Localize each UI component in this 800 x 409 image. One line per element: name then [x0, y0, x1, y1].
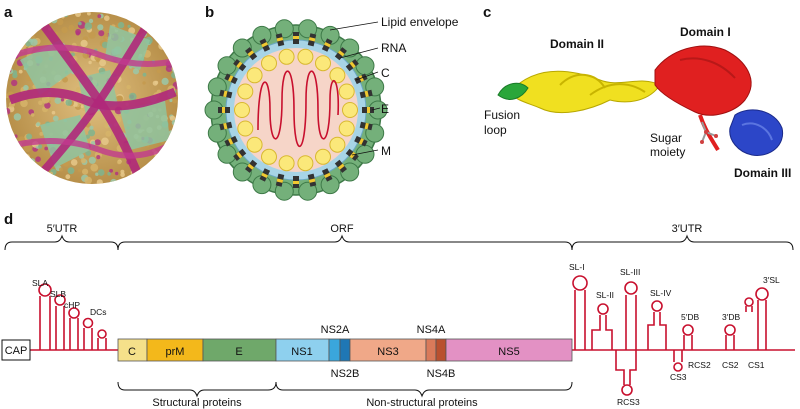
e-protein-ribbon-structure: Domain II Domain I Domain III Fusion loo…	[484, 25, 791, 180]
element-5db: 5′DB	[681, 312, 699, 322]
orf-gene-boxes	[117, 338, 573, 362]
label-fusion-loop-2: loop	[484, 123, 507, 137]
gene-ns4b	[435, 338, 447, 362]
panel-label-d: d	[4, 211, 13, 228]
virion-cross-section: Lipid envelope RNA C E M	[204, 15, 459, 201]
element-cs1: CS1	[748, 360, 765, 370]
cap-box	[1, 339, 31, 361]
gene-label-prm: prM	[166, 346, 185, 358]
gene-label-ns3: NS3	[377, 346, 398, 358]
gene-label-c: C	[128, 346, 136, 358]
region-braces	[4, 234, 794, 251]
membrane-proteins	[218, 32, 374, 188]
utr3-stem-loops	[572, 275, 769, 396]
capsid-protein-beads	[234, 48, 358, 172]
label-domain-ii: Domain II	[550, 37, 604, 51]
domain-ii-ribbon	[509, 70, 661, 114]
region-label-orf: ORF	[330, 223, 354, 235]
domain-iii-ribbon	[729, 109, 784, 156]
panel-label-b: b	[205, 4, 214, 21]
gene-label-ns1: NS1	[291, 346, 312, 358]
element-sl-i: SL-I	[569, 262, 585, 272]
sugar-moiety-glycan	[700, 121, 718, 144]
region-label-3utr: 3′UTR	[672, 223, 703, 235]
label-sugar-moiety-2: moiety	[650, 145, 685, 159]
panel-label-a: a	[4, 4, 13, 21]
gene-label-ns5: NS5	[498, 346, 519, 358]
element-slb: SLB	[50, 289, 66, 299]
cap-label: CAP	[5, 345, 28, 357]
gene-ns5	[445, 338, 573, 362]
gene-label-e: E	[235, 346, 242, 358]
element-cs3: CS3	[670, 372, 687, 382]
element-chp: cHP	[64, 300, 80, 310]
virion-surface-model	[6, 12, 178, 184]
group-braces	[117, 381, 573, 398]
utr5-stem-loops	[38, 283, 107, 350]
label-rna: RNA	[381, 41, 406, 55]
gene-label-ns2b: NS2B	[331, 368, 360, 380]
label-domain-i: Domain I	[680, 25, 731, 39]
label-capsid: C	[381, 66, 390, 80]
gene-ns4a	[425, 338, 437, 362]
element-sla: SLA	[32, 278, 48, 288]
gene-label-ns2a: NS2A	[321, 324, 350, 336]
element-sl-iii: SL-III	[620, 267, 640, 277]
label-fusion-loop-1: Fusion	[484, 108, 520, 122]
gene-ns2a	[328, 338, 341, 362]
element-sl-iv: SL-IV	[650, 288, 672, 298]
rna-genome-coil	[257, 70, 340, 148]
element-cs2: CS2	[722, 360, 739, 370]
gene-label-ns4a: NS4A	[417, 324, 446, 336]
fusion-loop-ribbon	[497, 82, 529, 100]
label-sugar-moiety-1: Sugar	[650, 131, 682, 145]
region-label-5utr: 5′UTR	[47, 223, 78, 235]
label-domain-iii: Domain III	[734, 166, 791, 180]
element-rcs2: RCS2	[688, 360, 711, 370]
label-envelope-protein: E	[381, 102, 389, 116]
domain-i-ribbon	[654, 45, 752, 116]
group-label-nonstructural: Non-structural proteins	[366, 397, 478, 409]
element-rcs3: RCS3	[617, 397, 640, 407]
gene-label-ns4b: NS4B	[427, 368, 456, 380]
nucleocapsid-space	[234, 48, 358, 172]
element-sl-ii: SL-II	[596, 290, 614, 300]
element-dcs: DCs	[90, 307, 107, 317]
group-label-structural: Structural proteins	[152, 397, 242, 409]
element-3db: 3′DB	[722, 312, 740, 322]
label-membrane-protein: M	[381, 144, 391, 158]
element-3sl: 3′SL	[763, 275, 780, 285]
gene-ns2b	[339, 338, 351, 362]
label-lipid-envelope: Lipid envelope	[381, 15, 459, 29]
panel-label-c: c	[483, 4, 491, 21]
